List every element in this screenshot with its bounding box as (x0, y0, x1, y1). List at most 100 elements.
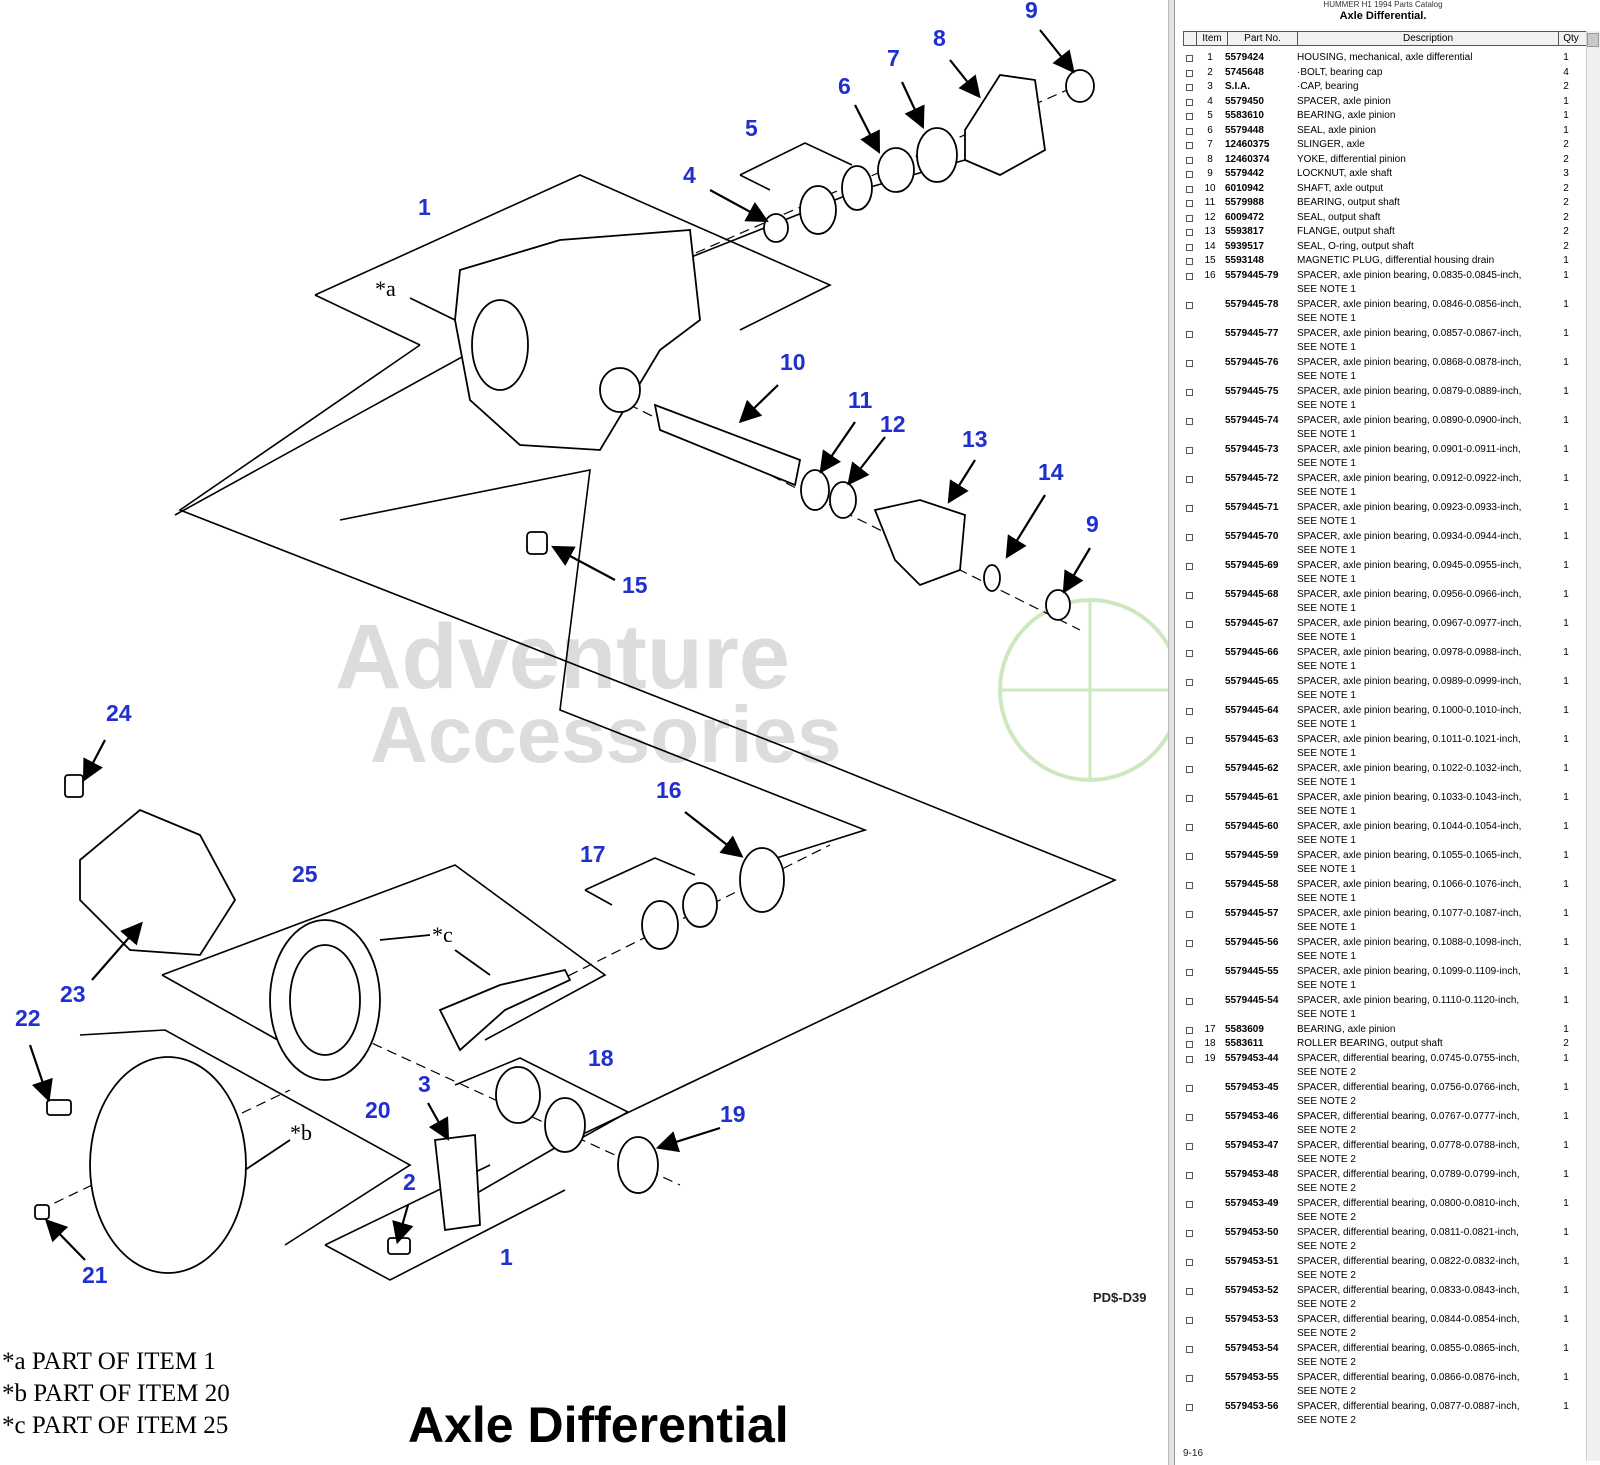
row-checkbox[interactable] (1186, 533, 1193, 541)
row-checkbox[interactable] (1186, 301, 1193, 309)
row-checkbox[interactable] (1186, 258, 1193, 265)
row-checkbox[interactable] (1186, 881, 1193, 889)
row-checkbox[interactable] (1186, 1041, 1193, 1048)
row-checkbox[interactable] (1186, 1287, 1193, 1295)
vertical-scrollbar[interactable] (1586, 31, 1600, 1461)
row-checkbox[interactable] (1186, 968, 1193, 976)
row-checkbox[interactable] (1186, 1055, 1193, 1063)
row-checkbox[interactable] (1186, 1200, 1193, 1208)
panel-splitter[interactable] (1168, 0, 1175, 1465)
row-checkbox[interactable] (1186, 620, 1193, 628)
row-checkbox[interactable] (1186, 200, 1193, 207)
row-checkbox[interactable] (1186, 127, 1193, 135)
row-checkbox[interactable] (1186, 214, 1193, 222)
row-checkbox[interactable] (1186, 736, 1193, 744)
row-checkbox[interactable] (1186, 794, 1193, 802)
row-checkbox[interactable] (1186, 417, 1193, 425)
row-checkbox[interactable] (1186, 1113, 1193, 1121)
row-checkbox[interactable] (1186, 330, 1193, 338)
row-checkbox[interactable] (1186, 446, 1193, 454)
row-checkbox[interactable] (1186, 272, 1193, 280)
row-checkbox[interactable] (1186, 156, 1193, 164)
row-checkbox[interactable] (1186, 562, 1193, 570)
row-checkbox[interactable] (1186, 1403, 1193, 1411)
row-checkbox[interactable] (1186, 1316, 1193, 1324)
row-checkbox[interactable] (1186, 1026, 1193, 1034)
row-checkbox[interactable] (1186, 707, 1193, 715)
row-checkbox[interactable] (1186, 649, 1193, 657)
row-checkbox[interactable] (1186, 475, 1193, 483)
header-item[interactable]: Item (1197, 32, 1228, 45)
row-checkbox[interactable] (1186, 243, 1193, 251)
row-checkbox[interactable] (1186, 1142, 1193, 1150)
row-checkbox[interactable] (1186, 113, 1193, 120)
row-checkbox[interactable] (1186, 1374, 1193, 1382)
row-checkbox[interactable] (1186, 1084, 1193, 1092)
row-checkbox[interactable] (1186, 1258, 1193, 1266)
row-checkbox[interactable] (1186, 591, 1193, 599)
row-checkbox[interactable] (1186, 171, 1193, 178)
row-checkbox[interactable] (1186, 939, 1193, 947)
row-checkbox[interactable] (1186, 910, 1193, 918)
row-checkbox[interactable] (1186, 1171, 1193, 1179)
row-checkbox[interactable] (1186, 142, 1193, 149)
row-checkbox[interactable] (1186, 852, 1193, 860)
row-checkbox[interactable] (1186, 1229, 1193, 1237)
row-checkbox[interactable] (1186, 765, 1193, 773)
row-checkbox[interactable] (1186, 678, 1193, 686)
header-part-number[interactable]: Part No. (1228, 32, 1298, 45)
header-description[interactable]: Description (1298, 32, 1559, 45)
row-checkbox[interactable] (1186, 55, 1193, 62)
row-checkbox[interactable] (1186, 997, 1193, 1005)
row-checkbox[interactable] (1186, 1345, 1193, 1353)
row-checkbox[interactable] (1186, 359, 1193, 367)
